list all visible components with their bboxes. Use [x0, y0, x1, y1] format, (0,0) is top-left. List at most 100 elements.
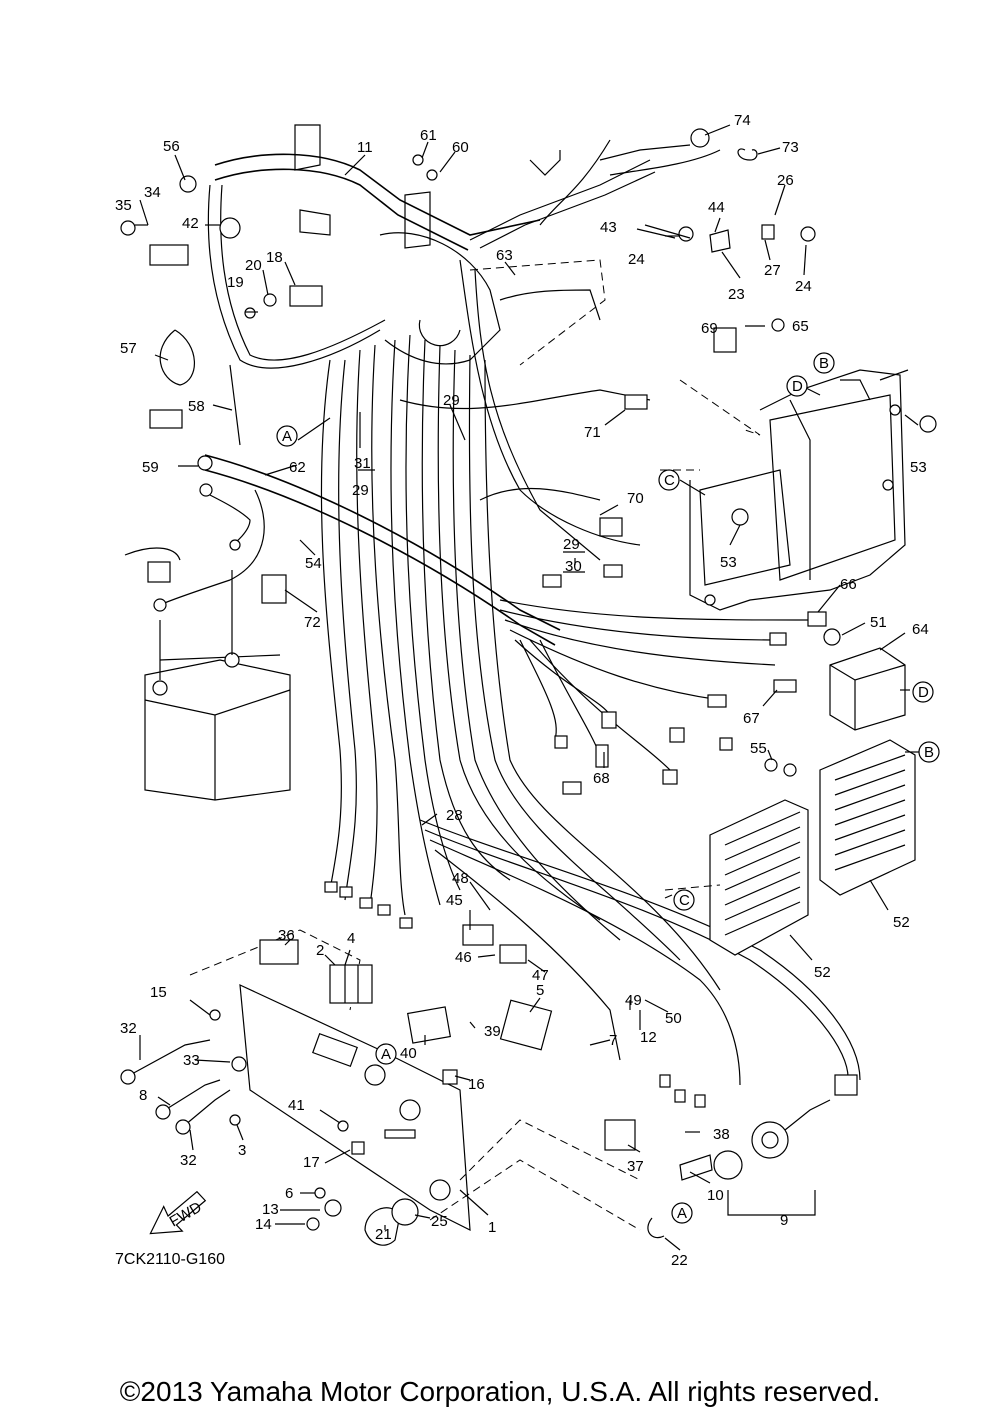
ref-letter: A — [282, 428, 292, 445]
fwd-arrow: FWD — [149, 1190, 207, 1235]
part-label: 57 — [120, 340, 137, 357]
part-label: 20 — [245, 257, 262, 274]
part-label: 62 — [289, 459, 306, 476]
part-label: 23 — [728, 286, 745, 303]
part-label: 12 — [640, 1029, 657, 1046]
part-label: 59 — [142, 459, 159, 476]
part-label: 25 — [431, 1213, 448, 1230]
part-label: 37 — [627, 1158, 644, 1175]
part-label: 63 — [496, 247, 513, 264]
part-label: 26 — [777, 172, 794, 189]
part-label: 14 — [255, 1216, 272, 1233]
part-label: 47 — [532, 967, 549, 984]
part-label: 46 — [455, 949, 472, 966]
ref-callout-c1: C — [658, 469, 680, 491]
ref-letter: A — [381, 1046, 391, 1063]
ref-letter: D — [918, 684, 929, 701]
part-label: 40 — [400, 1045, 417, 1062]
part-label: 54 — [305, 555, 322, 572]
part-label: 64 — [912, 621, 929, 638]
part-label: 13 — [262, 1201, 279, 1218]
part-label: 19 — [227, 274, 244, 291]
ref-letter: B — [819, 355, 829, 372]
part-label: 33 — [183, 1052, 200, 1069]
figure-code: 7CK2110-G160 — [115, 1251, 225, 1268]
ref-callout-c2: C — [673, 889, 695, 911]
part-label: 8 — [139, 1087, 147, 1104]
ref-letter: B — [924, 744, 934, 761]
ref-callout-d1: D — [786, 375, 808, 397]
part-label: 21 — [375, 1226, 392, 1243]
part-label: 32 — [120, 1020, 137, 1037]
ref-callout-b2: B — [918, 741, 940, 763]
part-label: 41 — [288, 1097, 305, 1114]
part-label: 29 — [563, 536, 580, 553]
part-label: 18 — [266, 249, 283, 266]
part-label: 29 — [352, 482, 369, 499]
part-label: 55 — [750, 740, 767, 757]
part-label: 16 — [468, 1076, 485, 1093]
part-label: 9 — [780, 1212, 788, 1229]
part-label: 53 — [720, 554, 737, 571]
ref-letter: A — [677, 1205, 687, 1222]
part-label: 52 — [814, 964, 831, 981]
ref-callout-a1: A — [276, 425, 298, 447]
part-label: 51 — [870, 614, 887, 631]
part-label: 50 — [665, 1010, 682, 1027]
part-label: 27 — [764, 262, 781, 279]
part-label: 52 — [893, 914, 910, 931]
part-label: 56 — [163, 138, 180, 155]
part-label: 72 — [304, 614, 321, 631]
part-label: 2 — [316, 942, 324, 959]
ref-letter: C — [679, 892, 690, 909]
part-label: 53 — [910, 459, 927, 476]
part-label: 67 — [743, 710, 760, 727]
part-label: 29 — [443, 392, 460, 409]
part-label: 15 — [150, 984, 167, 1001]
part-label: 58 — [188, 398, 205, 415]
part-label: 4 — [347, 930, 355, 947]
part-number-labels: 1 2 3 4 5 6 7 8 9 10 11 12 13 14 15 16 1… — [115, 112, 929, 1269]
part-label: 32 — [180, 1152, 197, 1169]
part-label: 30 — [565, 558, 582, 575]
part-label: 24 — [628, 251, 645, 268]
part-label: 35 — [115, 197, 132, 214]
harness-line-art — [120, 124, 937, 1246]
part-label: 31 — [354, 455, 371, 472]
part-label: 6 — [285, 1185, 293, 1202]
part-label: 28 — [446, 807, 463, 824]
ref-letter: C — [664, 472, 675, 489]
copyright-footer: ©2013 Yamaha Motor Corporation, U.S.A. A… — [119, 1376, 881, 1407]
part-label: 42 — [182, 215, 199, 232]
ref-callout-a2: A — [375, 1043, 397, 1065]
part-label: 66 — [840, 576, 857, 593]
part-label: 22 — [671, 1252, 688, 1269]
part-label: 68 — [593, 770, 610, 787]
part-label: 69 — [701, 320, 718, 337]
part-label: 10 — [707, 1187, 724, 1204]
part-label: 7 — [609, 1032, 617, 1049]
part-label: 74 — [734, 112, 751, 129]
part-label: 70 — [627, 490, 644, 507]
part-label: 61 — [420, 127, 437, 144]
part-label: 5 — [536, 982, 544, 999]
reference-callouts: A A A B B C C D D — [276, 352, 940, 1224]
part-label: 60 — [452, 139, 469, 156]
ref-letter: D — [792, 378, 803, 395]
part-label: 73 — [782, 139, 799, 156]
part-label: 17 — [303, 1154, 320, 1171]
part-label: 3 — [238, 1142, 246, 1159]
part-label: 44 — [708, 199, 725, 216]
part-label: 34 — [144, 184, 161, 201]
part-label: 1 — [488, 1219, 496, 1236]
part-label: 65 — [792, 318, 809, 335]
part-label: 36 — [278, 927, 295, 944]
part-label: 11 — [357, 139, 373, 156]
part-label: 48 — [452, 870, 469, 887]
part-label: 24 — [795, 278, 812, 295]
part-label: 38 — [713, 1126, 730, 1143]
ref-callout-a3: A — [671, 1202, 693, 1224]
ref-callout-b1: B — [813, 352, 835, 374]
leader-lines — [135, 124, 920, 1251]
